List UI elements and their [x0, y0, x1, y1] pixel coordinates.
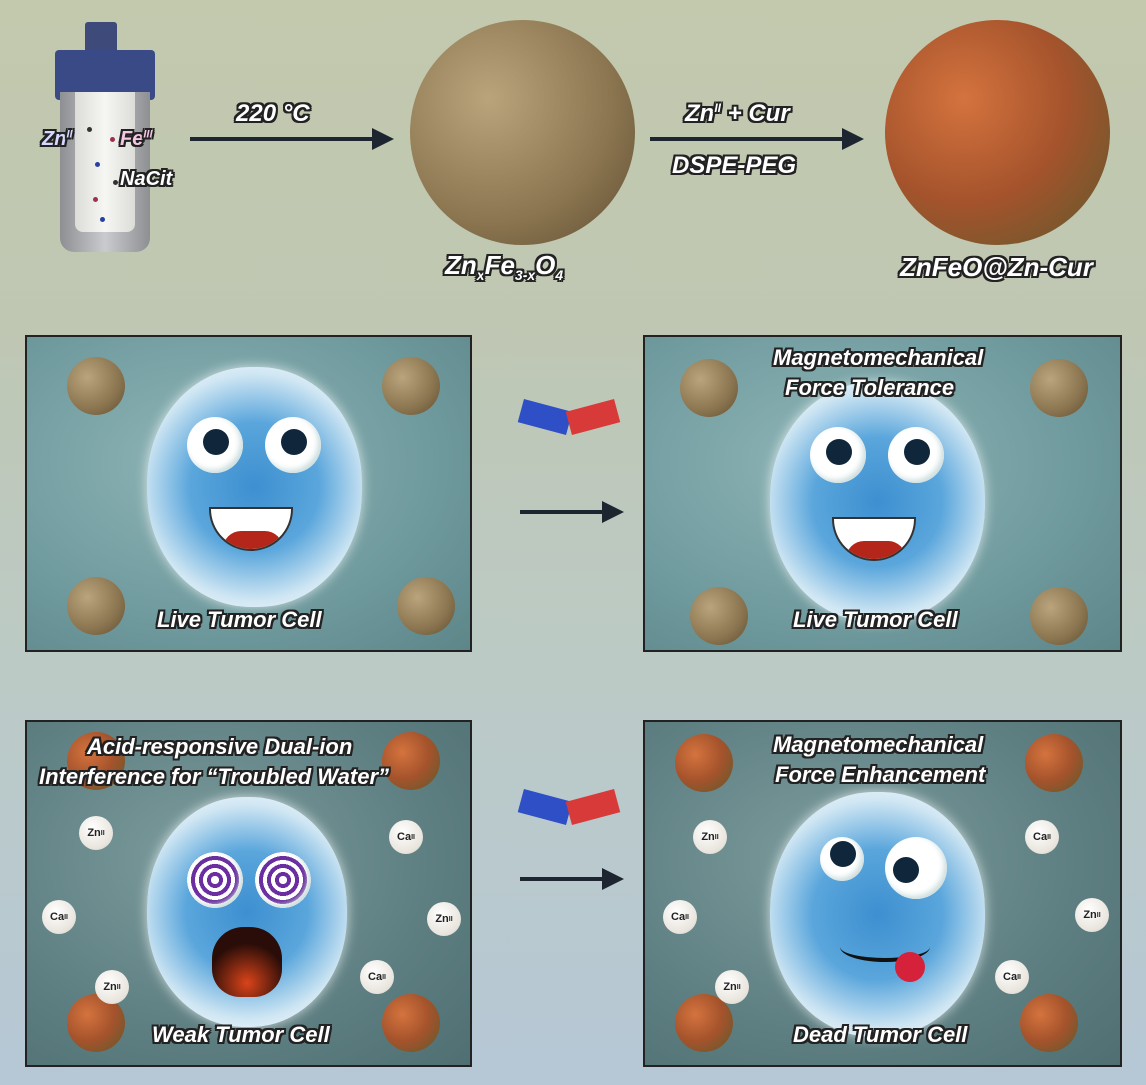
panel3-title-line1: Acid-responsive Dual-ion: [87, 734, 353, 759]
panel4-bottom-label: Dead Tumor Cell: [793, 1022, 968, 1047]
magnet-arrow-1: [520, 501, 624, 523]
panel-live-cell-before: Live Tumor Cell: [25, 335, 472, 652]
panel1-bottom-label: Live Tumor Cell: [157, 607, 322, 632]
nacit-label: NaCit: [120, 168, 173, 190]
rotating-magnet-icon: [517, 785, 621, 826]
znfeo-zn-cur-label: ZnFeO@Zn-Cur: [900, 252, 1093, 282]
panel3-bottom-label: Weak Tumor Cell: [152, 1022, 330, 1047]
rotating-magnet-icon: [517, 395, 621, 436]
znfe-oxide-label: ZnxFe3-xO4: [445, 250, 564, 284]
znfe-oxide-nanoparticle: [410, 20, 635, 245]
tumor-cell: [147, 797, 347, 1027]
synthesis-arrow-1: [190, 128, 394, 150]
dspe-peg-label: DSPE-PEG: [672, 152, 797, 179]
panel3-title-line2: Interference for “Troubled Water”: [39, 764, 390, 789]
synthesis-arrow-2: [650, 128, 864, 150]
temperature-label: 220 °C: [236, 100, 310, 127]
panel2-title-line1: Magnetomechanical: [773, 345, 984, 370]
tumor-cell: [147, 367, 362, 607]
znfeo-zn-cur-nanoparticle: [885, 20, 1110, 245]
autoclave-reactor: [55, 22, 165, 252]
fe-sup: III: [143, 128, 153, 141]
panel2-bottom-label: Live Tumor Cell: [793, 607, 958, 632]
zn-sup: II: [66, 128, 73, 141]
panel-live-cell-after: Magnetomechanical Force Tolerance Live T…: [643, 335, 1122, 652]
panel2-title-line2: Force Tolerance: [785, 375, 955, 400]
panel4-title-line2: Force Enhancement: [775, 762, 986, 787]
tumor-cell: [770, 382, 985, 622]
zn-precursor-label: Zn: [42, 128, 67, 150]
fe-precursor-label: Fe: [120, 128, 144, 150]
panel4-title-line1: Magnetomechanical: [773, 732, 984, 757]
tumor-cell: [770, 792, 985, 1037]
zn-cur-label: ZnII + Cur: [685, 100, 790, 127]
magnet-arrow-2: [520, 868, 624, 890]
